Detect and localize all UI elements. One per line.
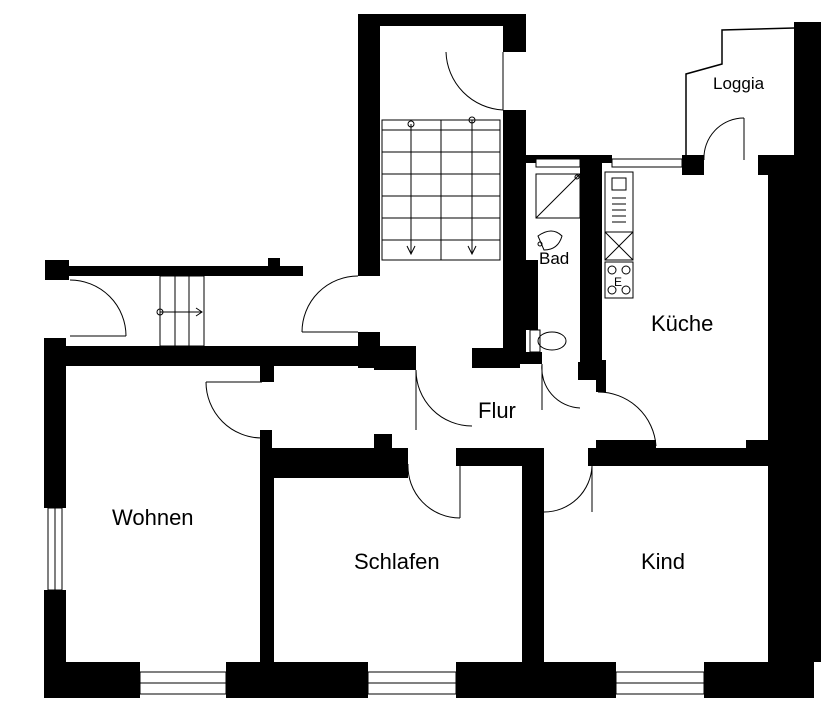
toilet-icon [529, 329, 567, 353]
loggia-outline [685, 27, 795, 160]
room-label-flur: Flur [478, 398, 516, 423]
room-label-schlafen: Schlafen [354, 549, 440, 574]
stove-mark: E [614, 275, 622, 289]
room-label-loggia: Loggia [713, 74, 765, 93]
walls [44, 14, 821, 698]
dishwasher-icon [604, 231, 634, 261]
room-label-bad: Bad [539, 249, 569, 268]
stove-icon: E [604, 261, 634, 299]
room-labels: Loggia Bad Küche Flur Wohnen Schlafen Ki… [112, 74, 765, 574]
windows [47, 158, 705, 695]
shower-icon [535, 173, 581, 219]
small-staircase [156, 275, 205, 347]
main-staircase [381, 116, 501, 261]
room-label-wohnen: Wohnen [112, 505, 194, 530]
room-label-kind: Kind [641, 549, 685, 574]
washbasin-icon [537, 230, 563, 251]
doors [69, 51, 745, 519]
kitchen-sink-icon [604, 171, 634, 233]
room-label-kueche: Küche [651, 311, 713, 336]
